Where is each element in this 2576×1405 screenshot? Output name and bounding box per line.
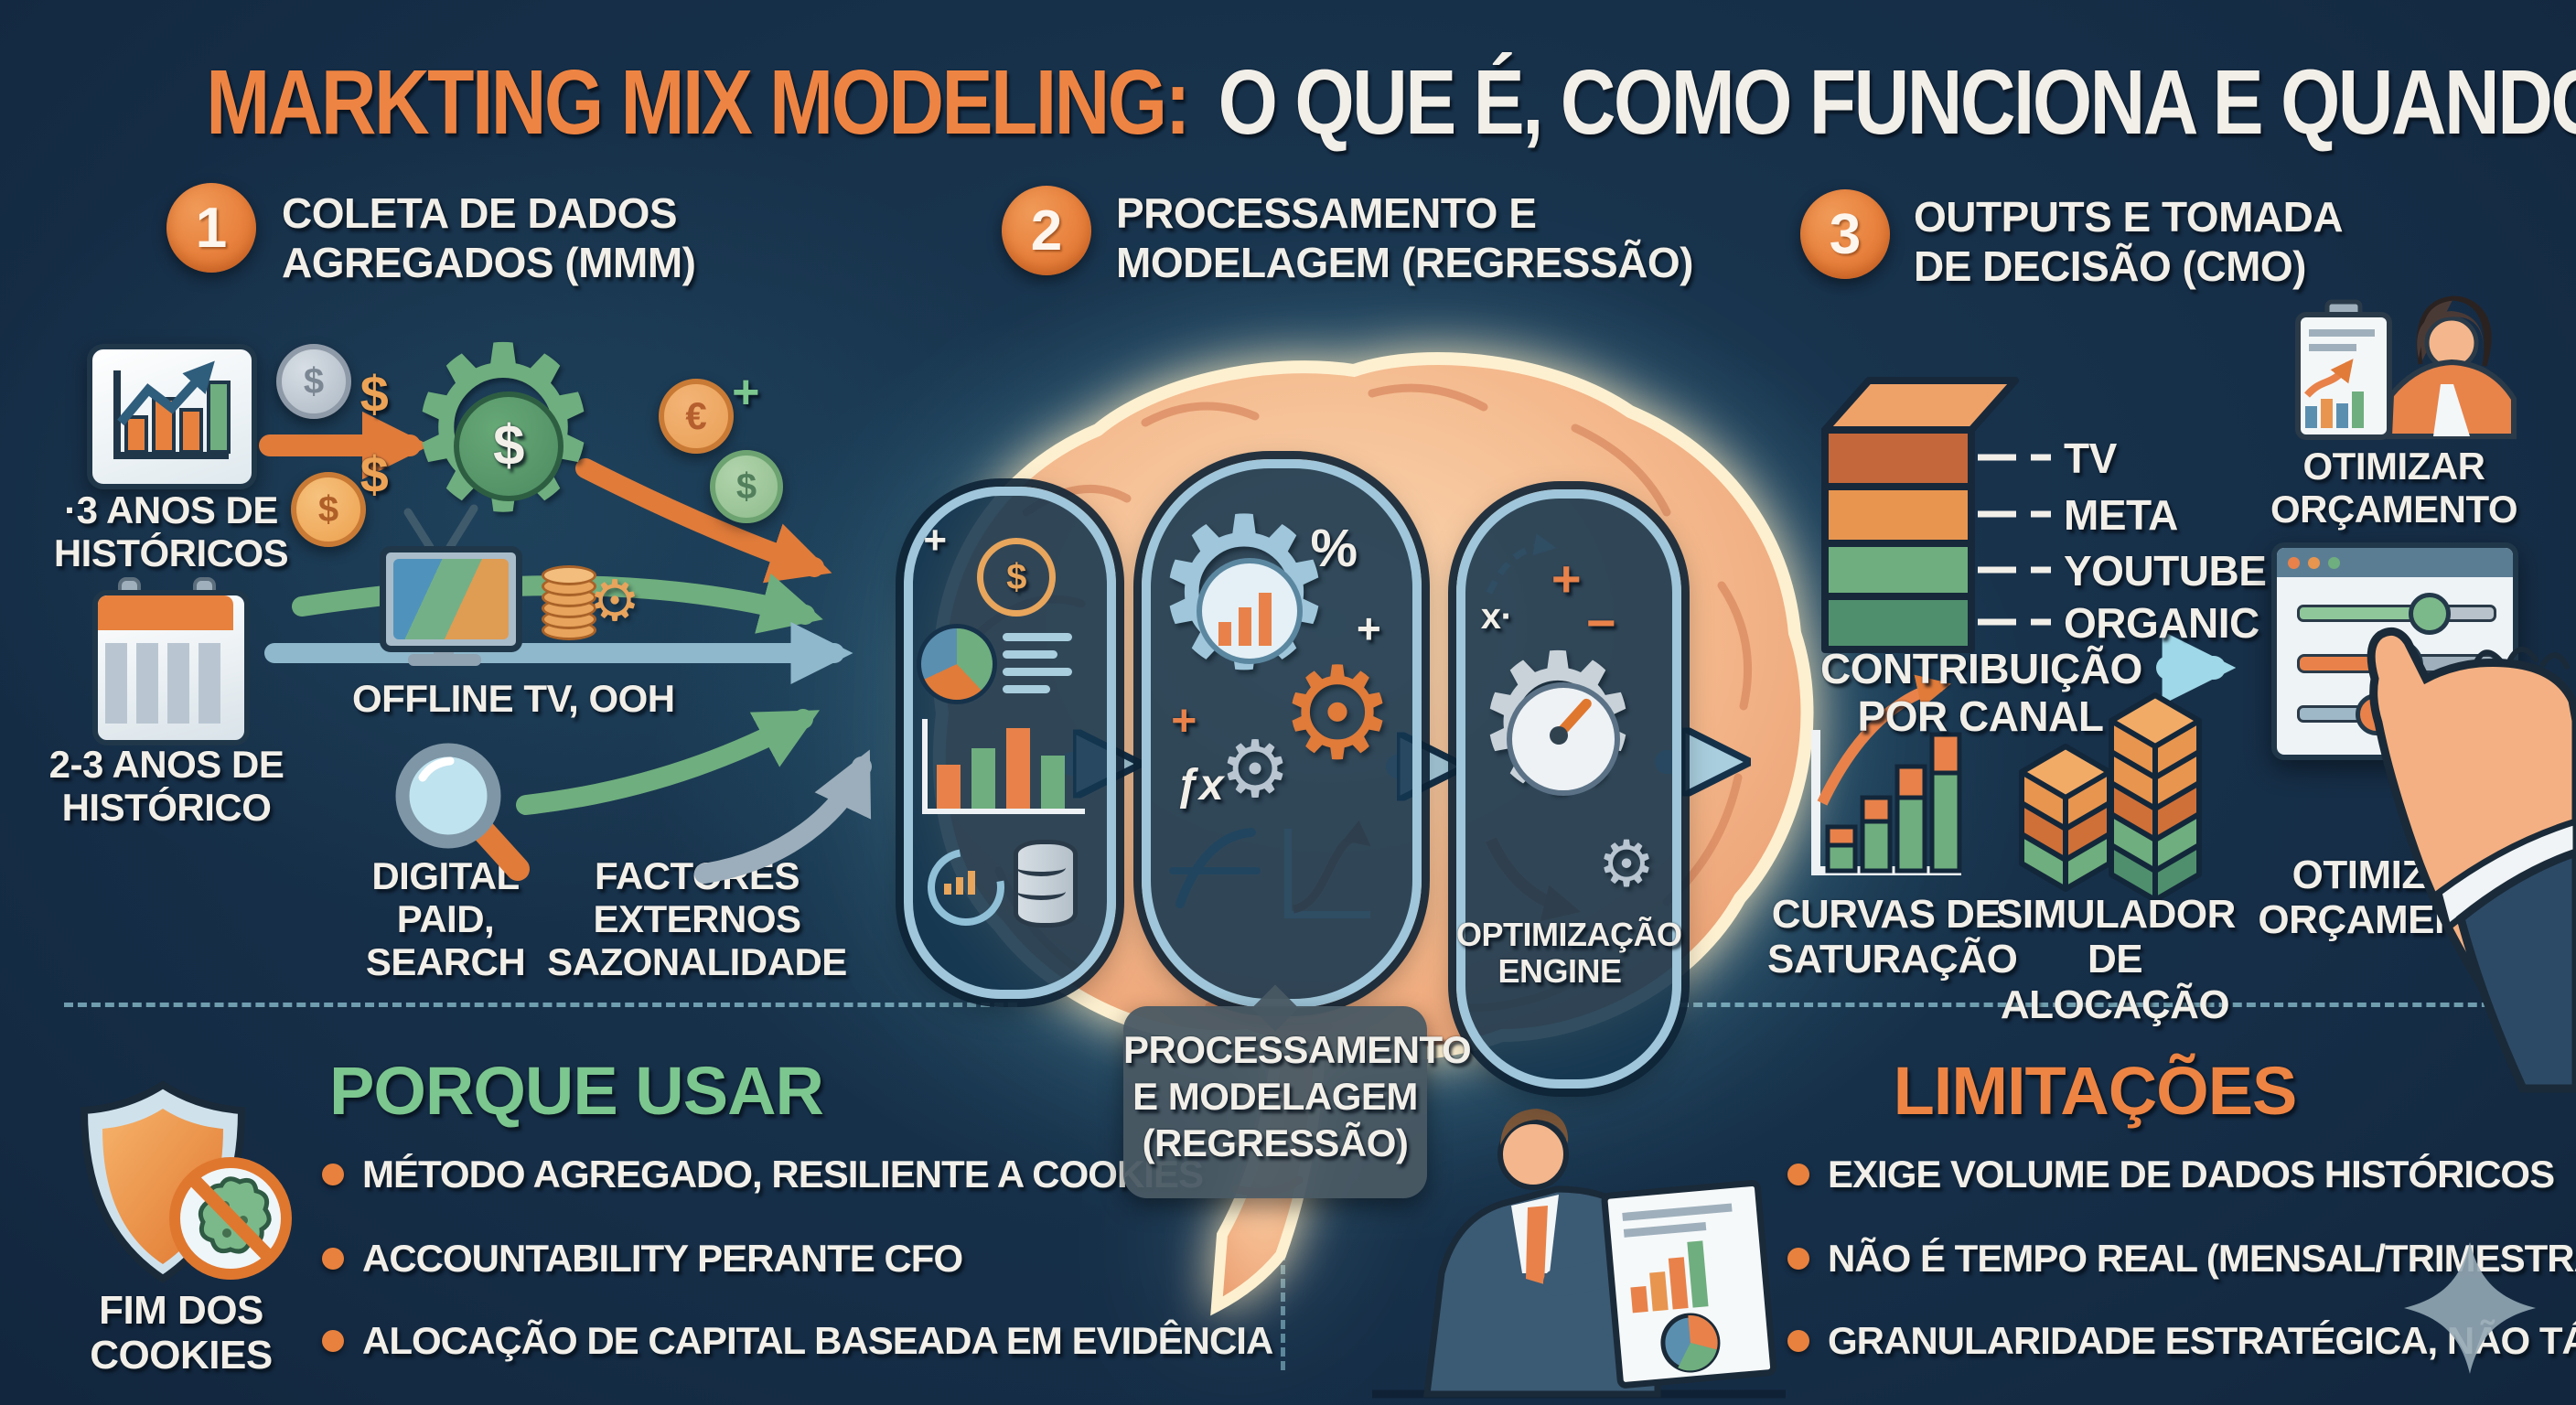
channel-callout-lines [1978,454,2051,626]
gauge-hub [1550,726,1568,745]
page-title: MARKTING MIX MODELING: O QUE É, COMO FUN… [206,51,2576,154]
model-gear-center [1197,558,1303,664]
limit-bullet-dot-3 [1787,1330,1809,1352]
channel-label-organic: ORGANIC [2064,599,2259,647]
why-bullet-1: MÉTODO AGREGADO, RESILIENTE A COOKIES [362,1153,1204,1196]
analyst-with-clipboard [2295,295,2517,440]
step-2-number: 2 [1002,186,1091,275]
presenter-illustration [1372,1109,1786,1399]
plus-glyph-green: + [732,366,759,419]
stacked-channel-bar [1821,377,2019,653]
processing-label-box: PROCESSAMENTO E MODELAGEM (REGRESSÃO) [1123,984,1472,1198]
saturation-curve-icon [1811,674,1962,875]
coin-stack-icon [542,565,596,640]
budget-gear-center: $ [454,391,564,501]
sparkle-watermark [2404,1242,2536,1374]
dollar-glyph-bottom: $ [360,445,389,503]
model-gear-orange-icon: ⚙ [1280,639,1395,788]
slider-1-track [2297,605,2496,622]
plus-glyph-orange-p2: + [1171,697,1197,745]
plus-glyph-p3: + [1551,550,1582,607]
bar-chart-trend-icon [113,360,231,459]
limit-bullet-dot-1 [1787,1164,1809,1185]
gold-dollar-coin-icon: $ [291,472,366,547]
database-icon [1014,840,1078,928]
slider-1-knob [2409,593,2451,635]
pie-chart-icon [917,624,997,704]
title-rest: O QUE É, COMO FUNCIONA E QUANDO USAR [1218,51,2576,154]
xdot-glyph: x· [1480,596,1513,637]
percent-glyph: % [1310,519,1358,578]
dollar-glyph-top: $ [360,365,389,423]
silver-dollar-coin-icon: $ [276,344,351,419]
why-bullet-3: ALOCAÇÃO DE CAPITAL BASEADA EM EVIDÊNCIA [362,1319,1273,1362]
dollar-ring-icon: $ [977,538,1056,617]
limit-bullet-2: NÃO É TEMPO REAL (MENSAL/TRIMESTRAL) [1828,1237,2576,1280]
refresh-metric-bars [944,871,981,895]
why-bullet-dot-2 [322,1248,344,1270]
limit-bullet-dot-2 [1787,1248,1809,1270]
engine-gear-small-icon: ⚙ [1597,826,1656,902]
slider-2-knob [2372,639,2423,691]
tv-antenna [403,504,478,552]
slider-3-knob [2356,693,2398,735]
window-dot-3 [2328,557,2340,569]
title-accent: MARKTING MIX MODELING: [206,51,1190,154]
limit-bullet-1: EXIGE VOLUME DE DADOS HISTÓRICOS [1828,1153,2555,1196]
why-heading: PORQUE USAR [329,1053,824,1129]
channel-label-tv: TV [2064,434,2117,482]
plus-glyph-white-p2: + [1356,605,1381,652]
green-dollar-coin-icon: $ [710,450,783,523]
list-lines-icon [1003,633,1072,697]
step-1-number: 1 [166,183,256,273]
step-3-number: 3 [1800,189,1890,279]
plus-icon-p1: + [923,518,947,563]
window-dot-1 [2288,557,2300,569]
divider-left [64,1003,1017,1007]
mini-bar-chart-icon [922,719,1085,814]
channel-label-meta: META [2064,491,2178,539]
why-bullet-2: ACCOUNTABILITY PERANTE CFO [362,1237,963,1280]
magnifier-icon [395,743,530,881]
limitations-heading: LIMITAÇÕES [1893,1053,2298,1129]
model-gear-small-icon: ⚙ [1219,724,1291,816]
coin-gear-icon: ⚙ [589,566,640,634]
shield-no-cookies-icon [80,1080,292,1283]
window-dot-2 [2308,557,2320,569]
why-bullet-dot-3 [322,1330,344,1352]
euro-coin-icon: € [659,379,734,454]
budget-slider-window [2271,542,2518,760]
channel-label-youtube: YOUTUBE [2064,547,2267,595]
minus-glyph-p3: − [1585,594,1616,651]
tv-icon [380,546,522,652]
divider-right [1680,1003,2505,1007]
fx-glyph: ƒx [1175,761,1224,810]
tv-base [408,654,481,666]
calendar-icon [92,577,250,745]
allocation-cubes-icon [2019,692,2202,903]
why-bullet-dot-1 [322,1164,344,1185]
offline-tv-label: OFFLINE TV, OOH [352,677,675,720]
